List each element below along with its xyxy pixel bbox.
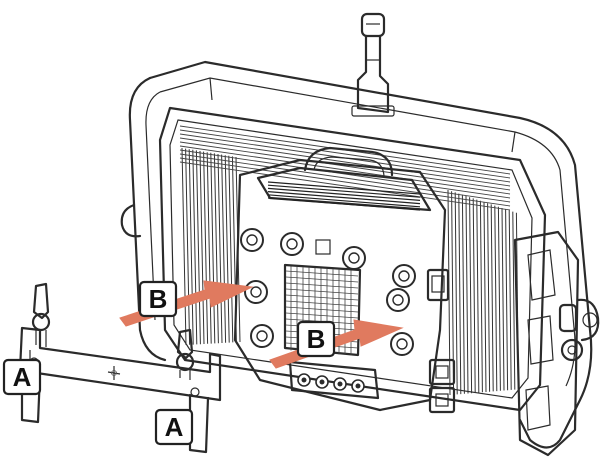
fin-line bbox=[479, 200, 483, 393]
fin-line bbox=[505, 209, 509, 391]
knob-icon bbox=[392, 264, 416, 288]
knob-center-icon bbox=[392, 294, 404, 306]
fin-line bbox=[199, 150, 205, 345]
fin-band bbox=[179, 145, 511, 195]
vent-slat bbox=[267, 184, 421, 198]
fin-line bbox=[192, 149, 198, 345]
fin-line bbox=[512, 211, 516, 390]
fin-line bbox=[458, 193, 462, 395]
knob-center-icon bbox=[256, 330, 268, 342]
fin-line bbox=[461, 194, 465, 394]
fin-line bbox=[188, 149, 194, 345]
fin-band bbox=[179, 149, 511, 199]
fin-line bbox=[195, 150, 201, 345]
knob-icon bbox=[250, 324, 274, 348]
fin-band bbox=[179, 153, 511, 203]
fin-line bbox=[494, 205, 498, 392]
fixture-body bbox=[158, 106, 547, 412]
vent-slat bbox=[267, 191, 421, 205]
vent-slat bbox=[267, 181, 421, 195]
label-b-bottom: B bbox=[296, 320, 336, 358]
knob-center-icon bbox=[348, 252, 360, 264]
knob-center-icon bbox=[250, 286, 262, 298]
knob-center-icon bbox=[286, 238, 298, 250]
mesh-line bbox=[285, 276, 359, 283]
fin-line bbox=[221, 154, 227, 343]
fin-line bbox=[213, 153, 219, 344]
square-button bbox=[315, 239, 331, 255]
right-latches bbox=[426, 268, 456, 414]
mesh-line bbox=[285, 288, 359, 295]
yoke-arm-right bbox=[513, 230, 584, 457]
fin-line bbox=[483, 201, 487, 393]
fin-line bbox=[508, 210, 512, 390]
knob-center-icon bbox=[246, 234, 258, 246]
knob-icon bbox=[390, 332, 414, 356]
fin-line bbox=[228, 155, 234, 343]
knob-icon bbox=[342, 246, 366, 270]
mounting-spigot bbox=[351, 12, 395, 117]
fin-line bbox=[497, 206, 501, 391]
fin-line bbox=[185, 148, 191, 345]
fin-line bbox=[203, 151, 209, 344]
fin-line bbox=[224, 155, 230, 343]
fin-band bbox=[179, 157, 511, 207]
mesh-line bbox=[285, 282, 359, 289]
label-a-right: A bbox=[154, 408, 194, 446]
fin-line bbox=[469, 197, 473, 394]
mesh-line bbox=[285, 312, 359, 319]
connector-pin-icon bbox=[301, 377, 307, 383]
mesh-line bbox=[285, 294, 359, 301]
insert-arrow-lower bbox=[269, 319, 404, 369]
fin-line bbox=[217, 153, 223, 344]
fin-line bbox=[206, 152, 212, 344]
adjustment-knobs bbox=[240, 228, 416, 356]
fin-line bbox=[487, 203, 491, 392]
connector-pin-icon bbox=[337, 381, 343, 387]
label-b-top: B bbox=[138, 280, 178, 318]
connector-panel bbox=[288, 360, 380, 400]
knob-center-icon bbox=[398, 270, 410, 282]
fin-line bbox=[476, 199, 480, 393]
control-housing bbox=[233, 146, 447, 412]
knob-icon bbox=[240, 228, 264, 252]
fin-line bbox=[465, 195, 469, 394]
connector-pin-icon bbox=[355, 383, 361, 389]
label-b-bottom-text: B bbox=[307, 324, 326, 354]
fin-line bbox=[490, 204, 494, 392]
fin-band bbox=[179, 137, 511, 187]
label-a-right-text: A bbox=[165, 412, 184, 442]
fin-band bbox=[179, 141, 511, 191]
label-a-left: A bbox=[2, 358, 42, 396]
mesh-line bbox=[285, 270, 359, 277]
knob-icon bbox=[244, 280, 268, 304]
fin-line bbox=[181, 147, 187, 346]
fin-band bbox=[179, 129, 511, 179]
fin-band bbox=[179, 161, 511, 211]
fin-line bbox=[210, 152, 216, 344]
fin-line bbox=[454, 192, 458, 395]
knob-center-icon bbox=[396, 338, 408, 350]
fin-line bbox=[472, 198, 476, 393]
connector-pin-icon bbox=[319, 379, 325, 385]
mesh-line bbox=[285, 306, 359, 313]
vent-slat bbox=[267, 187, 421, 201]
mesh-line bbox=[285, 300, 359, 307]
knob-icon bbox=[386, 288, 410, 312]
vent-slat bbox=[267, 194, 421, 208]
connector-ports bbox=[297, 373, 365, 393]
label-b-top-text: B bbox=[149, 284, 168, 314]
yoke-frame bbox=[120, 60, 600, 449]
label-a-left-text: A bbox=[13, 362, 32, 392]
top-vent-grille bbox=[267, 181, 421, 211]
knob-icon bbox=[280, 232, 304, 256]
fin-line bbox=[501, 207, 505, 391]
vent-slat bbox=[267, 197, 421, 211]
